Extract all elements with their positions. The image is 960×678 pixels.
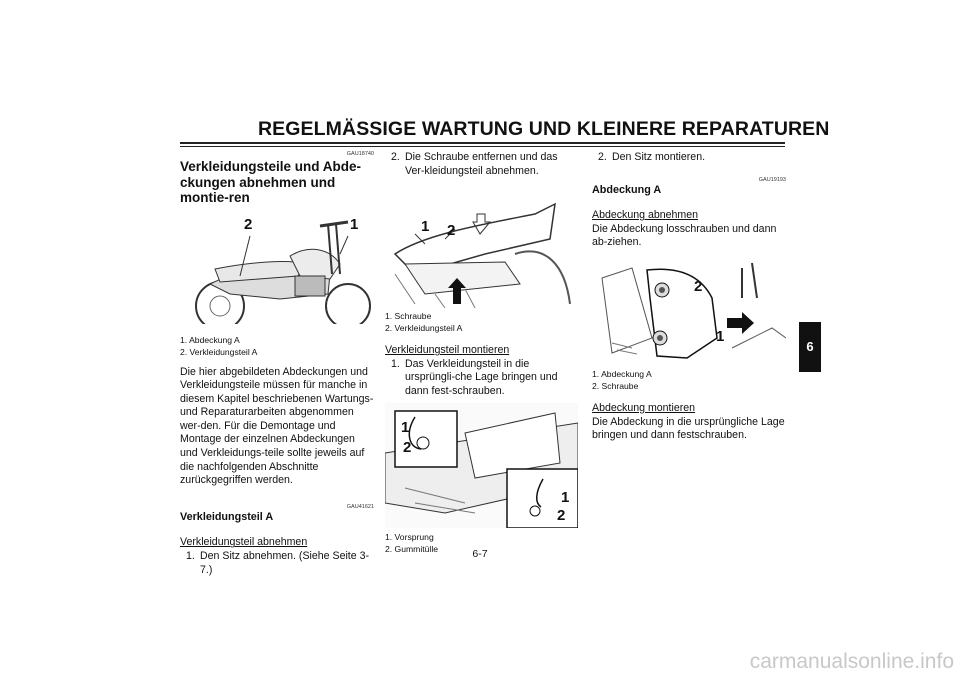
column-2: 2. Die Schraube entfernen und das Ver-kl…: [385, 151, 578, 555]
callout-1: 1: [350, 215, 359, 233]
callout-2: 2: [447, 222, 456, 240]
removal-heading: Verkleidungsteil abnehmen: [180, 536, 308, 549]
step-2: 2. Die Schraube entfernen und das Ver-kl…: [385, 151, 578, 178]
step-2: 2. Den Sitz montieren.: [592, 151, 786, 165]
step-text: Den Sitz montieren.: [612, 151, 706, 163]
caption-item: 1. Abdeckung A: [180, 334, 240, 345]
page-number: 6-7: [472, 548, 488, 560]
callout-1: 1: [401, 418, 410, 436]
caption-item: 1. Schraube: [385, 311, 432, 322]
step-text: Die Schraube entfernen und das Ver-kleid…: [405, 151, 558, 177]
step-number: 1.: [391, 357, 400, 370]
install-step-1: 1. Das Verkleidungsteil in die ursprüngl…: [385, 358, 578, 399]
callout-2: 2: [694, 277, 703, 295]
doc-code: GAU18740: [346, 151, 374, 157]
chapter-tab: 6: [799, 322, 821, 372]
doc-code: GAU41621: [346, 503, 374, 510]
header-rule: [180, 142, 785, 144]
step-1: 1. Den Sitz abnehmen. (Siehe Seite 3-7.): [180, 550, 374, 577]
install-text: Die Abdeckung in die ursprüngliche Lage …: [592, 415, 785, 442]
step-text: Den Sitz abnehmen. (Siehe Seite 3-7.): [200, 550, 370, 576]
callout-2: 2: [244, 215, 253, 233]
step-number: 1.: [186, 550, 195, 563]
caption-item: 2. Schraube: [592, 380, 639, 391]
step-number: 2.: [598, 151, 607, 163]
grommet-illustration: [385, 402, 578, 528]
cover-illustration: [601, 262, 786, 359]
callout-2: 2: [403, 438, 412, 456]
grommet-figure: 1 2 1 2: [385, 402, 578, 528]
screw-figure: 1 2: [385, 184, 578, 309]
page-header-title: REGELMÄSSIGE WARTUNG UND KLEINERE REPARA…: [258, 118, 830, 140]
removal-text: Die Abdeckung losschrauben und dann ab-z…: [592, 222, 777, 249]
motorcycle-illustration: [195, 220, 371, 324]
step-text: Das Verkleidungsteil in die ursprüngli-c…: [405, 357, 558, 397]
step-number: 2.: [391, 151, 400, 163]
seat-panel-illustration: [393, 202, 571, 309]
motorcycle-figure: 2 1: [180, 214, 374, 324]
install-heading: Verkleidungsteil montieren: [385, 344, 510, 357]
subsection-title: Verkleidungsteil A: [180, 510, 274, 523]
doc-code: GAU19193: [758, 176, 786, 183]
section-title: Verkleidungsteile und Abde-ckungen abneh…: [180, 159, 362, 205]
watermark: carmanualsonline.info: [749, 650, 954, 673]
callout-2: 2: [557, 506, 566, 524]
column-3: 2. Den Sitz montieren. GAU19193 Abdeckun…: [592, 151, 786, 443]
caption-item: 2. Verkleidungsteil A: [180, 346, 258, 357]
caption-item: 1. Vorsprung: [385, 531, 434, 542]
install-heading: Abdeckung montieren: [592, 401, 696, 414]
removal-heading: Abdeckung abnehmen: [592, 209, 699, 222]
column-1: GAU18740 Verkleidungsteile und Abde-ckun…: [180, 151, 374, 577]
caption-item: 2. Gummitülle: [385, 543, 439, 554]
callout-1: 1: [716, 327, 725, 345]
cover-figure: 2 1: [592, 258, 786, 364]
callout-1: 1: [421, 218, 430, 236]
subsection-title: Abdeckung A: [592, 183, 662, 196]
header-rule-thin: [180, 146, 785, 147]
callout-1: 1: [561, 488, 570, 506]
caption-item: 1. Abdeckung A: [592, 368, 652, 379]
caption-item: 2. Verkleidungsteil A: [385, 323, 463, 334]
intro-paragraph: Die hier abgebildeten Abdeckungen und Ve…: [180, 365, 374, 487]
